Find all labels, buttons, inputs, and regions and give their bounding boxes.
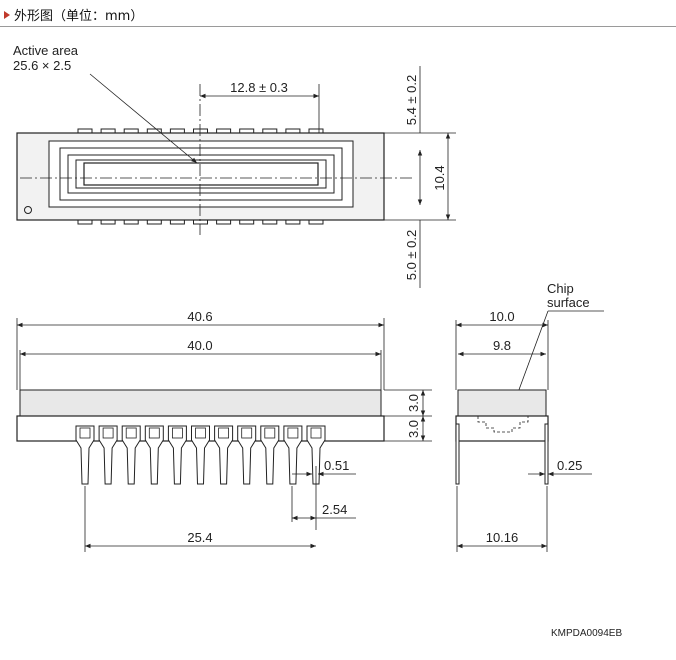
- package-base-side: [455, 415, 549, 442]
- dim-text-pin-span: 25.4: [187, 530, 212, 545]
- chip-outline-inner: [75, 159, 327, 189]
- dim-text-pitch-center: 12.8 ± 0.3: [230, 80, 288, 95]
- window-plate-side: [457, 389, 547, 417]
- front-pin-lead: [214, 425, 234, 485]
- dim-text-window-thickness: 3.0: [406, 394, 421, 412]
- bottom-pin-tab: [77, 219, 93, 225]
- window-frame-inner: [59, 147, 343, 201]
- dim-text-length-window: 40.0: [187, 338, 212, 353]
- dim-text-base-thickness: 3.0: [406, 420, 421, 438]
- bottom-pin-tab: [146, 219, 162, 225]
- front-pin-lead: [191, 425, 210, 485]
- side-lead-right: [544, 423, 549, 485]
- dim-text-top-offset: 5.4 ± 0.2: [404, 75, 419, 126]
- dim-text-pin-width: 0.51: [324, 458, 349, 473]
- front-pin-shoulder: [287, 427, 299, 439]
- bottom-pin-tab: [216, 219, 232, 225]
- top-pin-tab: [169, 128, 185, 134]
- front-pin-lead: [306, 425, 326, 485]
- bottom-pin-tab: [262, 219, 278, 225]
- dim-text-bottom-offset: 5.0 ± 0.2: [404, 230, 419, 281]
- front-pin-lead: [260, 425, 280, 485]
- chip-surface-label: Chip: [547, 281, 574, 296]
- top-pin-tab: [239, 128, 255, 134]
- bottom-pin-tab: [308, 219, 324, 225]
- active-area-leader: [89, 73, 198, 164]
- front-view: 40.6 40.0 3.0 3.0 0.51 2.54 25.4: [16, 309, 432, 552]
- front-pin-shoulder: [241, 427, 253, 439]
- front-pin-shoulder: [264, 427, 276, 439]
- front-pin-shoulder: [310, 427, 322, 439]
- dim-text-pin-pitch: 2.54: [322, 502, 347, 517]
- dim-text-height: 10.4: [432, 165, 447, 190]
- active-area-size: 25.6 × 2.5: [13, 58, 71, 73]
- bottom-pin-tab: [193, 219, 208, 225]
- section-title: 外形图（单位：mm）: [14, 9, 144, 24]
- dim-text-length-overall: 40.6: [187, 309, 212, 324]
- top-pin-tab: [123, 128, 139, 134]
- bottom-pin-tab: [169, 219, 185, 225]
- bottom-pin-tab: [100, 219, 116, 225]
- front-pin-lead: [167, 425, 187, 485]
- dim-text-width-window: 9.8: [493, 338, 511, 353]
- top-view-pins-upper: [77, 128, 324, 134]
- front-pin-shoulder: [125, 427, 137, 439]
- dim-text-width-overall: 10.0: [489, 309, 514, 324]
- top-pin-tab: [308, 128, 324, 134]
- front-pin-lead: [283, 425, 303, 485]
- dim-text-lead-thickness: 0.25: [557, 458, 582, 473]
- front-pin-shoulder: [195, 427, 206, 439]
- chip-outline: [67, 154, 335, 194]
- drawing-code: KMPDA0094EB: [551, 628, 622, 639]
- pin1-index-mark: [24, 206, 32, 214]
- front-pin-shoulder: [148, 427, 160, 439]
- top-pin-tab: [77, 128, 93, 134]
- front-pin-lead: [121, 425, 141, 485]
- top-pin-tab: [285, 128, 301, 134]
- front-view-pins: [75, 425, 326, 485]
- top-pin-tab: [146, 128, 162, 134]
- section-marker-icon: [4, 11, 10, 19]
- top-pin-tab: [216, 128, 232, 134]
- side-lead-left: [455, 423, 460, 485]
- chip-surface-label-line2: surface: [547, 295, 590, 310]
- top-view: Active area 25.6 × 2.5 12.8 ± 0.3 10.4 5…: [13, 43, 456, 288]
- window-plate-front: [19, 389, 382, 417]
- chip-cavity-outline: [477, 416, 529, 433]
- dim-text-row-spacing: 10.16: [486, 530, 519, 545]
- front-pin-lead: [98, 425, 118, 485]
- top-pin-tab: [193, 128, 208, 134]
- bottom-pin-tab: [123, 219, 139, 225]
- front-pin-shoulder: [79, 427, 91, 439]
- front-pin-shoulder: [218, 427, 230, 439]
- active-area: [83, 162, 319, 186]
- front-pin-lead: [144, 425, 164, 485]
- front-pin-shoulder: [102, 427, 114, 439]
- section-header: 外形图（单位：mm）: [0, 0, 676, 30]
- front-pin-shoulder: [171, 427, 183, 439]
- bottom-pin-tab: [285, 219, 301, 225]
- top-pin-tab: [262, 128, 278, 134]
- side-view: Chip surface 10.0 9.8 0.25 10.16: [455, 281, 604, 552]
- bottom-pin-tab: [239, 219, 255, 225]
- top-pin-tab: [100, 128, 116, 134]
- front-pin-lead: [237, 425, 257, 485]
- front-pin-lead: [75, 425, 95, 485]
- header-divider: [0, 26, 676, 27]
- active-area-label: Active area: [13, 43, 79, 58]
- top-view-pins-lower: [77, 219, 324, 225]
